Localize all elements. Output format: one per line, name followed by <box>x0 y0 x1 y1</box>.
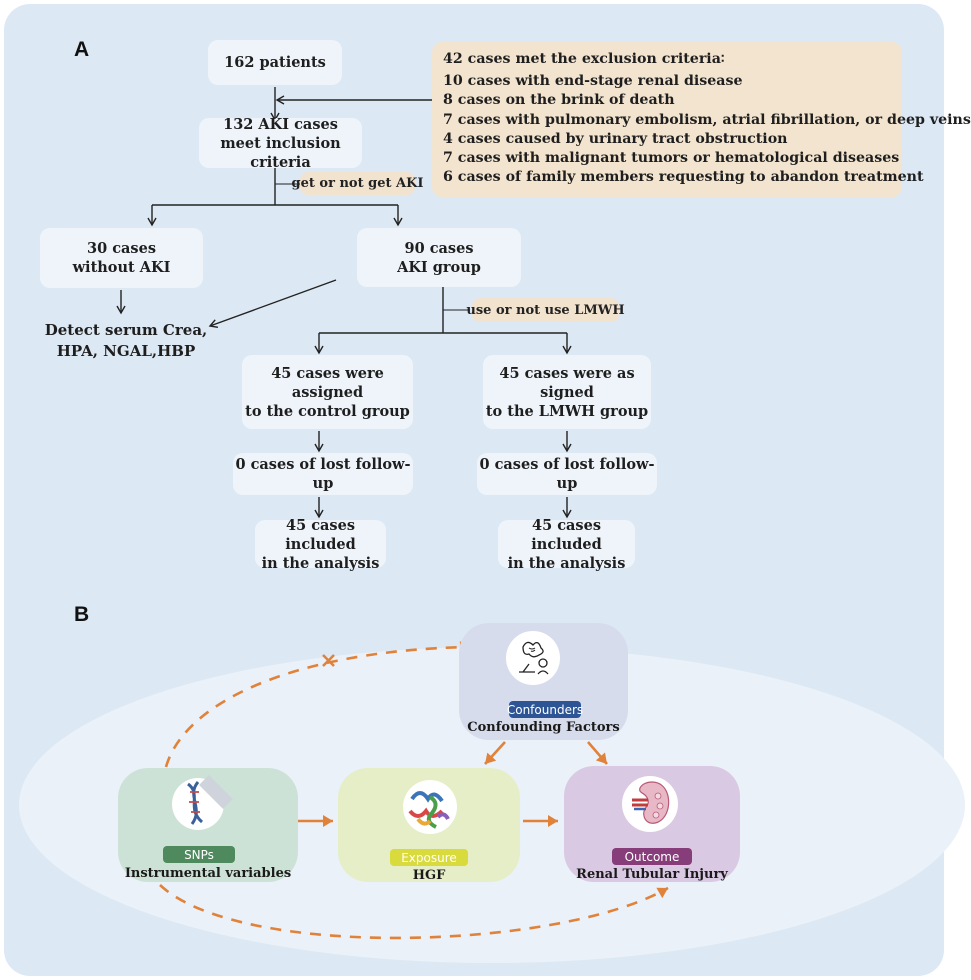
exclusion-item: 10 cases with end-stage renal disease <box>443 73 743 90</box>
aki-cases-box: 132 AKI cases meet inclusion criteria <box>199 116 362 171</box>
control-group-box: 45 cases were assigned to the control gr… <box>242 355 413 429</box>
exclusion-item: 8 cases on the brink of death <box>443 92 675 109</box>
lmwh-group-box: 45 cases were as signed to the LMWH grou… <box>483 355 651 429</box>
dna-helix-icon <box>172 775 233 830</box>
exposure-caption: HGF <box>412 868 446 883</box>
protein-structure-icon <box>403 780 457 834</box>
panel-b-label: B <box>74 603 90 626</box>
exclusion-item: 6 cases of family members requesting to … <box>443 169 924 186</box>
included-left-box: 45 cases included in the analysis <box>255 517 386 572</box>
without-aki-box: 30 cases without AKI <box>40 228 203 288</box>
panel-a-label: A <box>74 38 90 61</box>
snps-caption: Instrumental variables <box>124 866 292 881</box>
patients-box: 162 patients <box>208 40 342 85</box>
included-right-box: 45 cases included in the analysis <box>498 517 635 572</box>
aki-group-box: 90 cases AKI group <box>357 228 521 287</box>
exclusion-title: 42 cases met the exclusion criteria∶ <box>443 51 725 67</box>
lost-followup-right-box: 0 cases of lost follow-up <box>477 453 657 495</box>
aki-split-tag: get or not get AKI <box>292 172 423 195</box>
exclusion-item: 7 cases with malignant tumors or hematol… <box>443 150 900 167</box>
detect-biomarkers-text: Detect serum Crea, HPA, NGAL,HBP <box>44 321 208 360</box>
lmwh-split-tag: use or not use LMWH <box>466 298 625 322</box>
kidney-icon <box>622 776 678 832</box>
lost-followup-left-box: 0 cases of lost follow-up <box>233 453 413 495</box>
snps-pill: SNPs <box>163 846 235 863</box>
exclusion-item: 4 cases caused by urinary tract obstruct… <box>443 130 788 147</box>
confused-person-icon <box>506 631 560 685</box>
exposure-pill: Exposure <box>390 849 468 866</box>
outcome-caption: Renal Tubular Injury <box>576 867 728 882</box>
confounders-caption: Confounding Factors <box>467 720 620 735</box>
outcome-pill: Outcome <box>612 848 692 865</box>
exclusion-criteria-box: 42 cases met the exclusion criteria∶ 10 … <box>432 42 971 197</box>
exclusion-item: 7 cases with pulmonary embolism, atrial … <box>443 111 971 128</box>
confounders-pill: Confounders <box>506 701 584 718</box>
